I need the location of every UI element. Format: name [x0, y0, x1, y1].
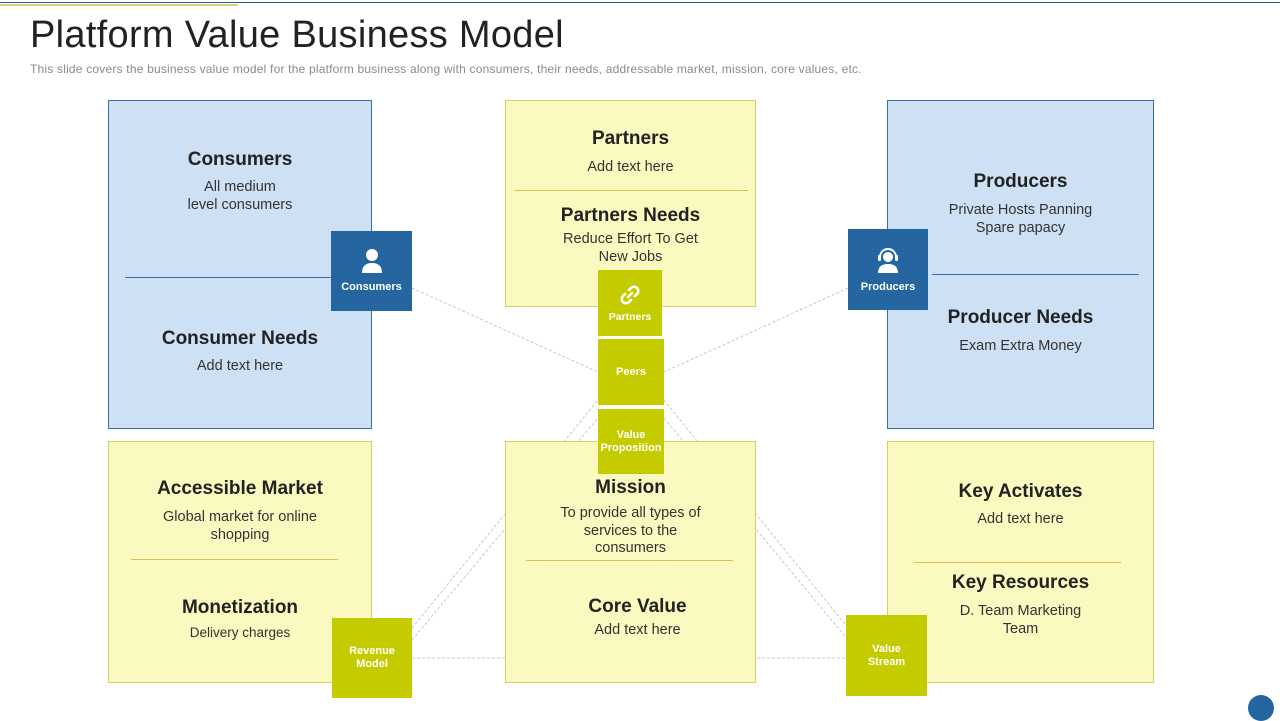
mission-title: Mission — [595, 477, 666, 498]
market-title: Accessible Market — [157, 478, 323, 499]
value-proposition-node[interactable]: Value Proposition — [598, 409, 664, 474]
key-resources-line1: D. Team Marketing — [959, 603, 1082, 619]
revenue-model-line2: Model — [356, 658, 388, 670]
partners-node-label: Partners — [608, 310, 652, 323]
value-stream-node[interactable]: Value Stream — [846, 615, 927, 696]
partners-divider — [514, 190, 748, 191]
consumers-title: Consumers — [187, 149, 293, 170]
top-rule — [0, 2, 1280, 3]
producers-divider — [932, 274, 1139, 275]
key-resources-line2: Team — [1002, 621, 1039, 637]
consumers-node-label: Consumers — [341, 281, 402, 293]
mission-text-line1: To provide all types of — [560, 505, 701, 521]
peers-node[interactable]: Peers — [598, 339, 664, 405]
link-icon — [620, 284, 640, 305]
mission-text-line3: consumers — [595, 540, 666, 556]
activities-box: Key Activates Add text here Key Resource… — [887, 441, 1154, 683]
core-value-text: Add text here — [594, 622, 681, 638]
revenue-model-line1: Revenue — [349, 645, 395, 657]
key-activities-text: Add text here — [977, 511, 1064, 527]
value-stream-line2: Stream — [867, 655, 906, 668]
key-resources-title: Key Resources — [951, 572, 1090, 593]
partners-needs-line1: Reduce Effort To Get — [563, 231, 698, 247]
revenue-model-node[interactable]: Revenue Model — [332, 618, 412, 698]
market-box: Accessible Market Global market for onli… — [108, 441, 372, 683]
partners-node[interactable]: Partners — [598, 270, 662, 336]
consumer-needs-text: Add text here — [196, 358, 284, 374]
key-activities-title: Key Activates — [958, 481, 1083, 502]
core-value-title: Core Value — [588, 596, 687, 617]
producers-text-line1: Private Hosts Panning — [948, 202, 1093, 218]
page-indicator-dot — [1248, 695, 1274, 721]
market-divider — [131, 559, 338, 560]
market-text-line2: shopping — [210, 527, 270, 543]
consumers-box: Consumers All medium level consumers Con… — [108, 100, 372, 429]
producers-text-line2: Spare papacy — [975, 220, 1066, 236]
producers-node[interactable]: Producers — [848, 229, 928, 310]
activities-divider — [914, 562, 1121, 563]
partners-text: Add text here — [587, 159, 674, 175]
consumers-divider — [125, 277, 335, 278]
consumers-text-line1: All medium — [204, 179, 276, 195]
peers-node-label: Peers — [616, 365, 646, 378]
top-accent — [0, 4, 238, 6]
monetization-text: Delivery charges — [189, 625, 291, 640]
producer-needs-title: Producer Needs — [947, 307, 1094, 328]
consumer-needs-title: Consumer Needs — [161, 328, 319, 349]
value-proposition-line2: Proposition — [600, 441, 662, 454]
value-proposition-line1: Value — [616, 428, 646, 441]
producer-needs-text: Exam Extra Money — [959, 338, 1082, 354]
page-title: Platform Value Business Model — [30, 14, 564, 56]
monetization-title: Monetization — [181, 597, 299, 618]
partners-needs-title: Partners Needs — [560, 205, 701, 226]
headset-person-icon — [878, 248, 898, 273]
producers-node-label: Producers — [860, 281, 916, 293]
partners-needs-line2: New Jobs — [598, 249, 663, 265]
producers-title: Producers — [973, 171, 1068, 192]
consumers-text-line2: level consumers — [187, 197, 293, 213]
mission-divider — [526, 560, 733, 561]
consumers-node[interactable]: Consumers — [331, 231, 412, 311]
partners-title: Partners — [591, 128, 670, 149]
person-icon — [361, 249, 382, 273]
page-subtitle: This slide covers the business value mod… — [30, 62, 862, 76]
mission-box: Mission To provide all types of services… — [505, 441, 756, 683]
mission-text-line2: services to the — [583, 523, 678, 539]
value-stream-line1: Value — [872, 642, 901, 655]
market-text-line1: Global market for online — [163, 509, 317, 525]
